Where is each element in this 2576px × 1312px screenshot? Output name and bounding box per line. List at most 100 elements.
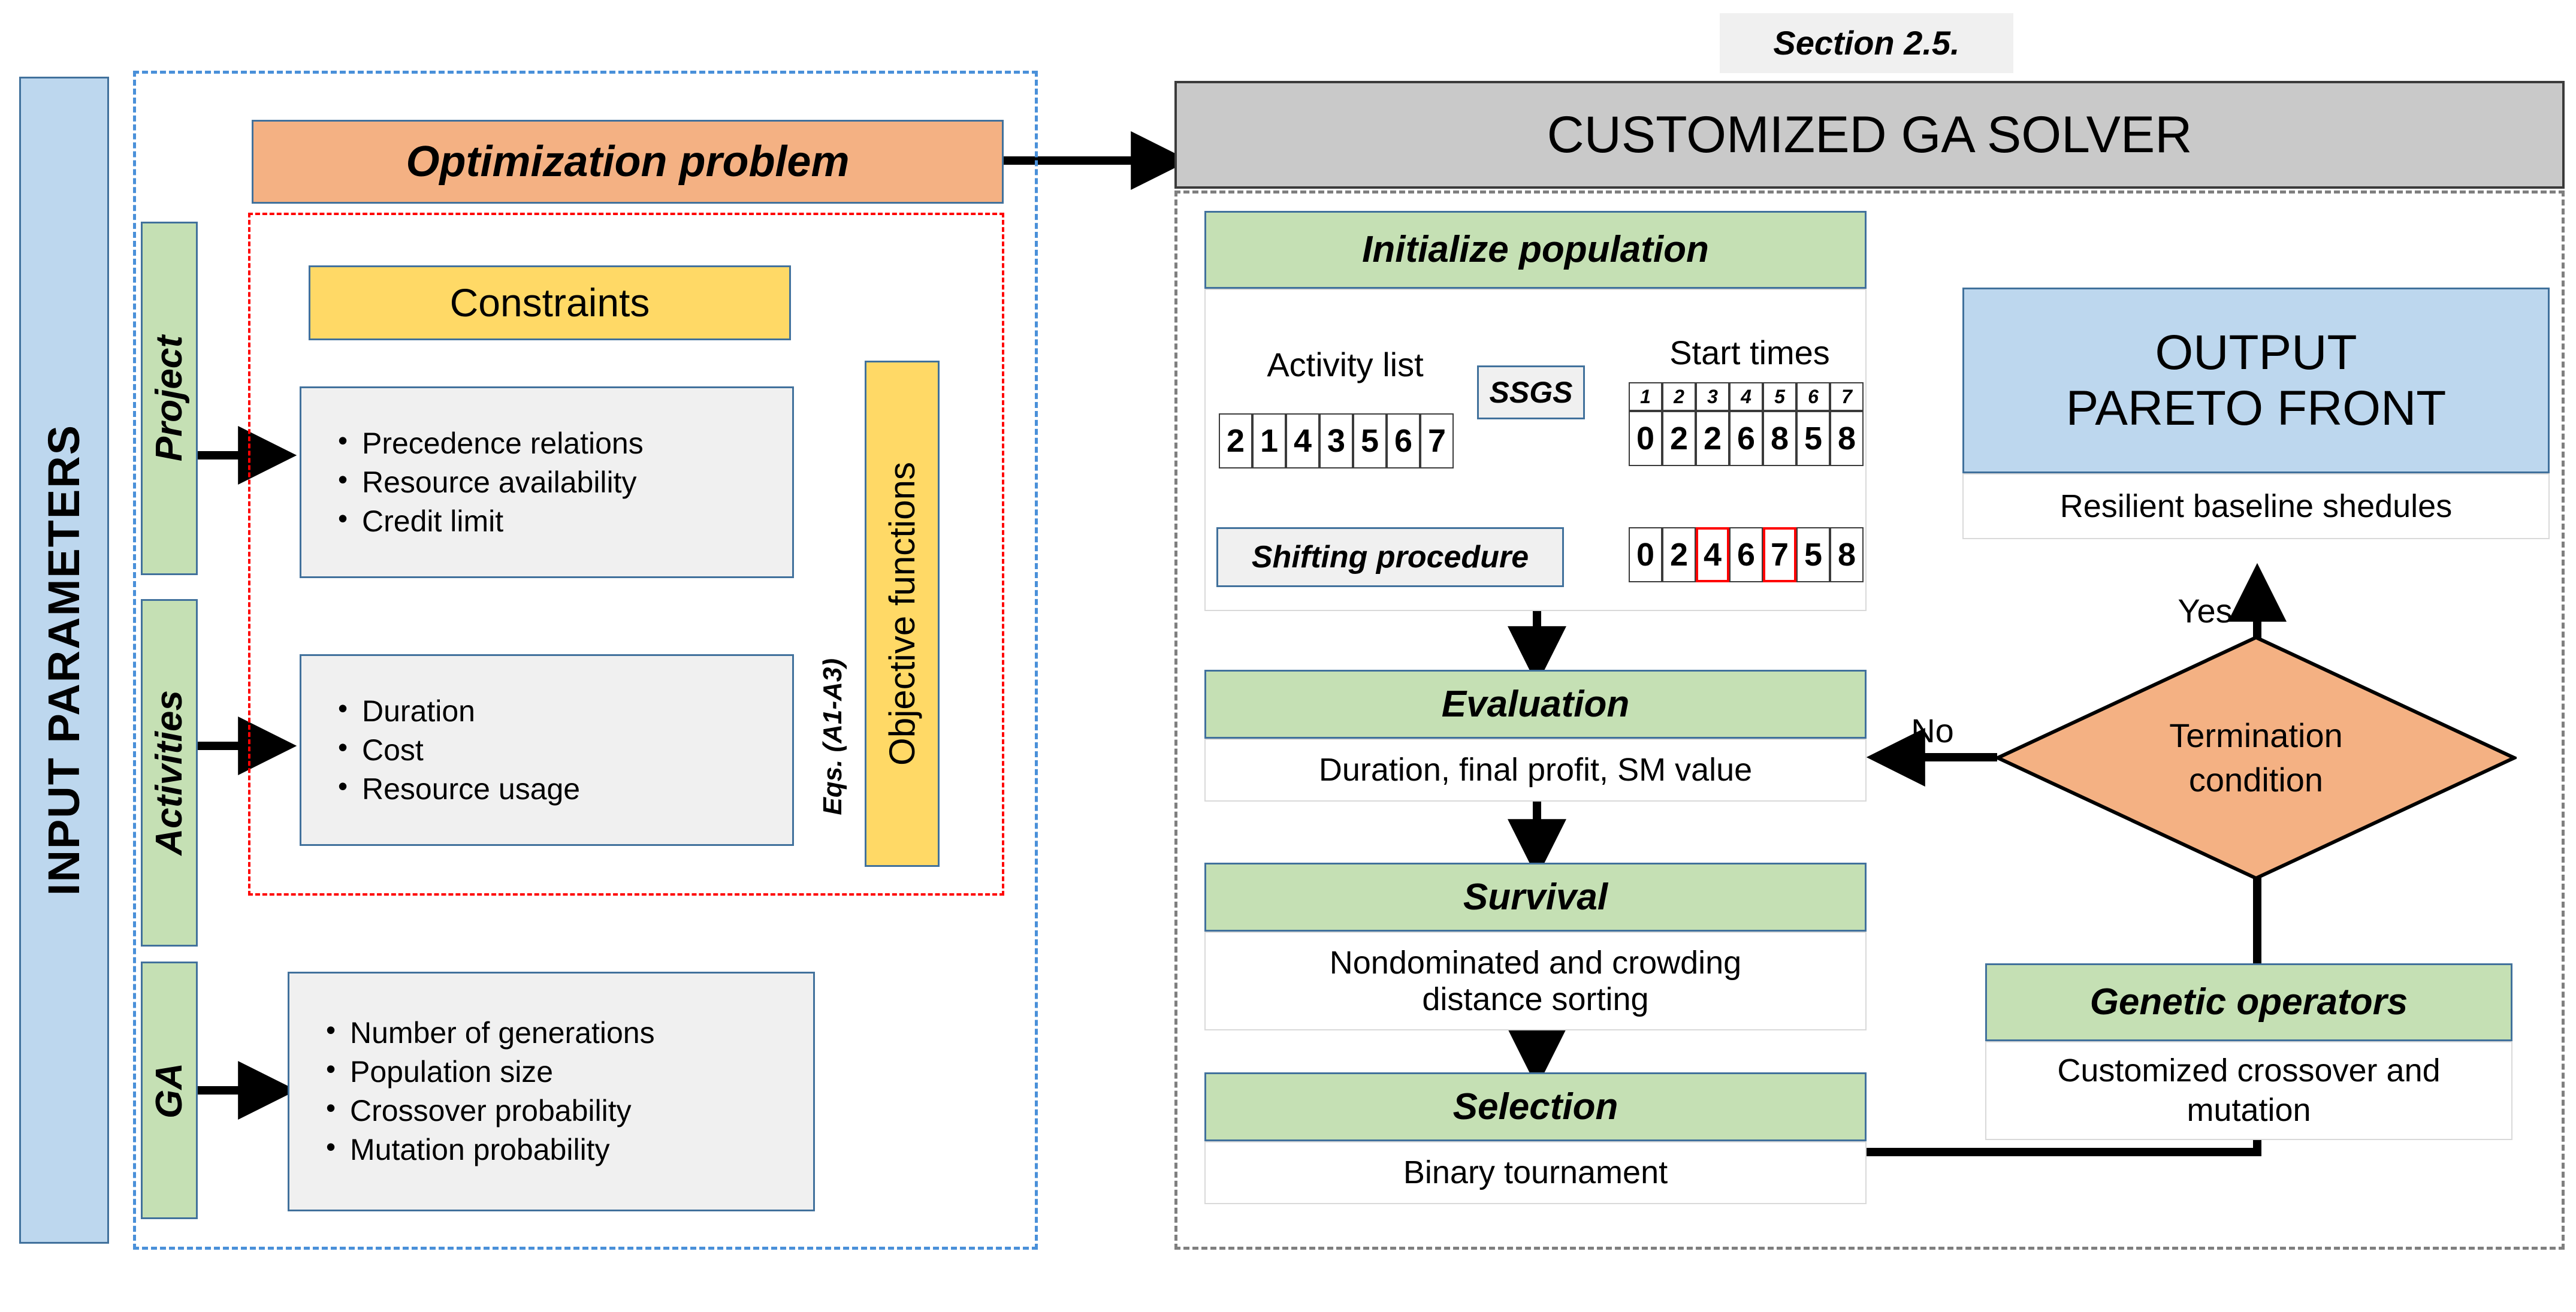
- initialize-population-label: Initialize population: [1362, 229, 1709, 271]
- cell: 4: [1729, 382, 1763, 411]
- cell: 1: [1252, 413, 1286, 468]
- termination-condition-diamond[interactable]: Termination condition: [1995, 635, 2517, 881]
- list-item: Resource availability: [334, 462, 794, 502]
- cell: 4: [1286, 413, 1319, 468]
- genetic-operators-label: Genetic operators: [2089, 981, 2408, 1023]
- selection-header[interactable]: Selection: [1204, 1072, 1867, 1141]
- group-label-ga: GA: [148, 1062, 190, 1118]
- cell: 1: [1629, 382, 1662, 411]
- output-pareto-front-body-text: Resilient baseline shedules: [2059, 488, 2453, 524]
- section-tag: Section 2.5.: [1720, 13, 2013, 73]
- cell: 3: [1319, 413, 1353, 468]
- constraints-box[interactable]: Constraints: [309, 265, 791, 340]
- input-parameters-bar: INPUT PARAMETERS: [19, 77, 109, 1244]
- group-tab-project[interactable]: Project: [141, 222, 198, 575]
- evaluation-body-text: Duration, final profit, SM value: [1318, 752, 1753, 788]
- list-item: Precedence relations: [334, 423, 794, 463]
- optimization-problem-label: Optimization problem: [406, 137, 850, 186]
- output-pareto-front-label: OUTPUT PARETO FRONT: [2065, 325, 2447, 436]
- survival-body-text: Nondominated and crowding distance sorti…: [1329, 945, 1742, 1017]
- cell: 3: [1696, 382, 1729, 411]
- cell: 7: [1830, 382, 1864, 411]
- cell: 5: [1796, 527, 1830, 582]
- solver-title: CUSTOMIZED GA SOLVER: [1547, 105, 2193, 164]
- list-item: Mutation probability: [322, 1129, 815, 1169]
- survival-header[interactable]: Survival: [1204, 863, 1867, 932]
- selection-label: Selection: [1452, 1086, 1618, 1127]
- eqs-caption: Eqs. (A1-A3): [812, 611, 854, 863]
- group-items-list-activities: Duration Cost Resource usage: [300, 654, 794, 846]
- genetic-operators-body: Customized crossover and mutation: [1985, 1041, 2512, 1140]
- ssgs-box[interactable]: SSGS: [1477, 365, 1585, 419]
- activity-list-label: Activity list: [1267, 345, 1424, 383]
- termination-condition-label: Termination condition: [2169, 717, 2343, 799]
- shifting-procedure-label: Shifting procedure: [1251, 539, 1529, 575]
- optimization-model-dashed-region: [248, 213, 1004, 896]
- list-item: Number of generations: [322, 1012, 815, 1053]
- selection-body: Binary tournament: [1204, 1141, 1867, 1204]
- cell: 5: [1796, 411, 1830, 466]
- solver-body-dashed-region: [1174, 191, 2565, 1250]
- cell: 2: [1219, 413, 1252, 468]
- input-parameters-title: INPUT PARAMETERS: [38, 424, 89, 896]
- objective-functions-box[interactable]: Objective functions: [865, 361, 940, 867]
- group-label-activities: Activities: [148, 690, 190, 855]
- list-item: Population size: [322, 1051, 815, 1092]
- group-tab-ga[interactable]: GA: [141, 962, 198, 1219]
- survival-label: Survival: [1463, 876, 1608, 918]
- initialize-population-header[interactable]: Initialize population: [1204, 211, 1867, 289]
- list-item: Resource usage: [334, 769, 794, 809]
- list-item: Duration: [334, 691, 794, 731]
- cell: 5: [1353, 413, 1387, 468]
- list-item: Crossover probability: [322, 1090, 815, 1130]
- ssgs-label: SSGS: [1489, 376, 1573, 409]
- activity-list-caption: Activity list: [1234, 346, 1456, 383]
- group-items-list-project: Precedence relations Resource availabili…: [300, 386, 794, 578]
- solver-title-bar: CUSTOMIZED GA SOLVER: [1174, 81, 2565, 189]
- objective-functions-label: Objective functions: [881, 462, 922, 766]
- cell: 7: [1420, 413, 1454, 468]
- eqs-label: Eqs. (A1-A3): [818, 658, 848, 815]
- evaluation-body: Duration, final profit, SM value: [1204, 739, 1867, 802]
- section-tag-label: Section 2.5.: [1773, 23, 1960, 62]
- output-pareto-front-body: Resilient baseline shedules: [1962, 473, 2550, 539]
- no-branch-label: No: [1891, 707, 1974, 755]
- cell: 4: [1696, 527, 1729, 582]
- genetic-operators-body-text: Customized crossover and mutation: [2057, 1052, 2441, 1128]
- cell: 0: [1629, 527, 1662, 582]
- constraints-label: Constraints: [449, 280, 650, 325]
- evaluation-header[interactable]: Evaluation: [1204, 670, 1867, 739]
- cell: 6: [1729, 411, 1763, 466]
- genetic-operators-header[interactable]: Genetic operators: [1985, 963, 2512, 1041]
- start-times-caption: Start times: [1630, 334, 1870, 371]
- cell: 2: [1662, 382, 1696, 411]
- cell: 2: [1662, 411, 1696, 466]
- group-label-project: Project: [148, 335, 190, 462]
- group-tab-activities[interactable]: Activities: [141, 599, 198, 947]
- list-item: Cost: [334, 730, 794, 770]
- cell: 7: [1763, 527, 1796, 582]
- evaluation-label: Evaluation: [1441, 683, 1630, 725]
- cell: 8: [1830, 411, 1864, 466]
- shifting-procedure-box[interactable]: Shifting procedure: [1216, 527, 1564, 587]
- cell: 8: [1830, 527, 1864, 582]
- selection-body-text: Binary tournament: [1403, 1154, 1668, 1191]
- cell: 6: [1729, 527, 1763, 582]
- cell: 0: [1629, 411, 1662, 466]
- output-pareto-front-header[interactable]: OUTPUT PARETO FRONT: [1962, 288, 2550, 473]
- cell: 2: [1662, 527, 1696, 582]
- start-times-label: Start times: [1669, 333, 1830, 371]
- no-label: No: [1911, 711, 1954, 749]
- cell: 5: [1763, 382, 1796, 411]
- optimization-problem-box[interactable]: Optimization problem: [252, 120, 1004, 204]
- cell: 2: [1696, 411, 1729, 466]
- group-items-list-ga: Number of generations Population size Cr…: [288, 972, 815, 1211]
- cell: 6: [1387, 413, 1420, 468]
- survival-body: Nondominated and crowding distance sorti…: [1204, 932, 1867, 1030]
- yes-branch-label: Yes: [2163, 587, 2247, 635]
